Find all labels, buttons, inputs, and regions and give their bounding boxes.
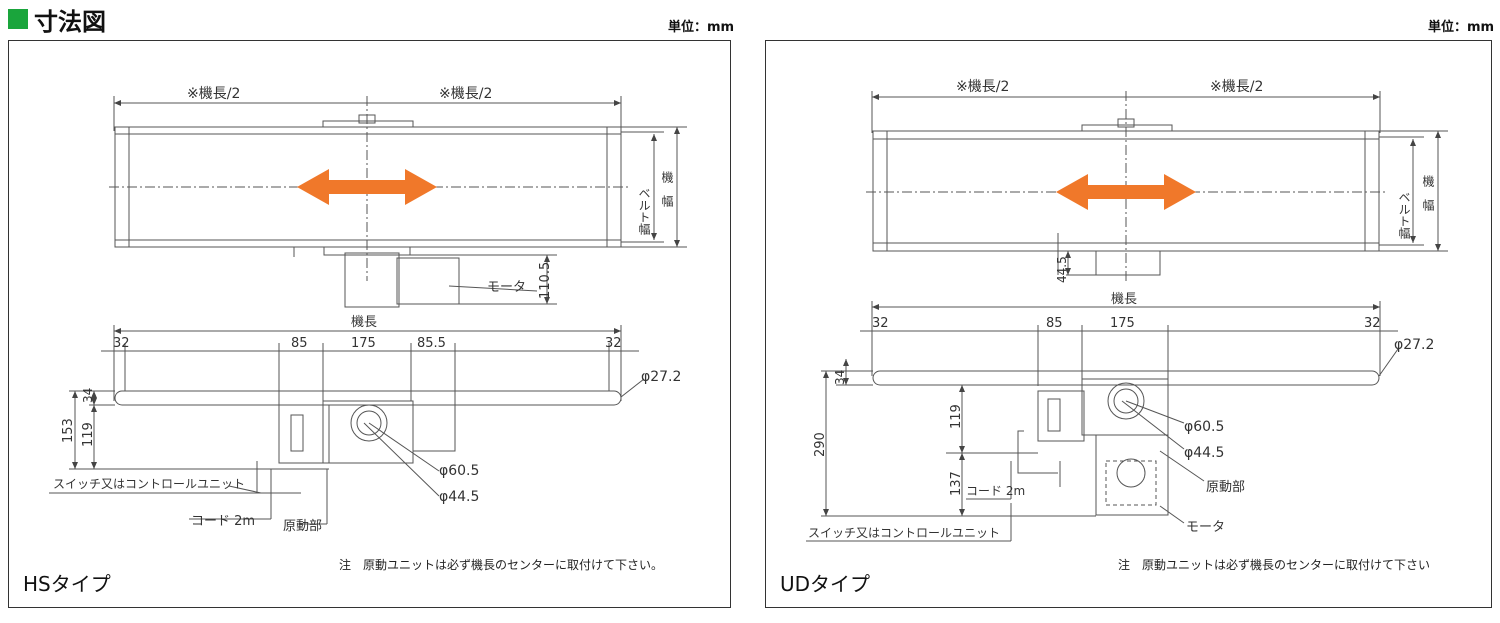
ud-switch-unit-label: スイッチ又はコントロールユニット xyxy=(808,526,1000,540)
ud-half-length-right: ※機長/2 xyxy=(1210,79,1263,95)
hs-note: 注 原動ユニットは必ず機長のセンターに取付けて下さい。 xyxy=(339,558,664,572)
ud-dim-34: 34 xyxy=(833,370,847,385)
hs-bidirectional-arrow-icon xyxy=(297,169,437,205)
hs-type-label: HSタイプ xyxy=(23,572,111,596)
ud-dim-119: 119 xyxy=(949,404,964,429)
hs-machine-width: 機 幅 xyxy=(660,170,674,208)
hs-drawing: ※機長/2 ※機長/2 ベルト幅 機 幅 モータ 110.5 機長 32 85 … xyxy=(49,86,687,534)
hs-belt-width: ベルト幅 xyxy=(637,187,651,236)
ud-dim-44-5: 44.5 xyxy=(1055,256,1069,283)
ud-motor-label: モータ xyxy=(1186,520,1225,535)
hs-type-drawing-panel: ※機長/2 ※機長/2 ベルト幅 機 幅 モータ 110.5 機長 32 85 … xyxy=(8,40,731,608)
ud-dim-60-5: φ60.5 xyxy=(1184,419,1224,435)
ud-cord-label: コード 2m xyxy=(966,484,1025,498)
hs-dim-153: 153 xyxy=(61,418,76,443)
hs-dim-32-left: 32 xyxy=(113,336,130,351)
hs-drive-label: 原動部 xyxy=(283,519,322,534)
hs-cord-label: コード 2m xyxy=(191,514,255,529)
hs-dim-27-2: φ27.2 xyxy=(641,369,681,385)
ud-drawing: ※機長/2 ※機長/2 ベルト幅 機 幅 44.5 機長 32 85 175 3… xyxy=(806,79,1448,542)
hs-motor-label: モータ xyxy=(487,280,526,295)
ud-dim-32-right: 32 xyxy=(1364,316,1381,331)
hs-dim-119: 119 xyxy=(81,422,96,447)
ud-type-drawing-panel: ※機長/2 ※機長/2 ベルト幅 機 幅 44.5 機長 32 85 175 3… xyxy=(765,40,1492,608)
unit-label-hs: 単位：mm xyxy=(668,20,735,35)
ud-dim-85: 85 xyxy=(1046,316,1063,331)
ud-type-label: UDタイプ xyxy=(780,572,871,596)
ud-note: 注 原動ユニットは必ず機長のセンターに取付けて下さい xyxy=(1118,558,1431,572)
ud-bidirectional-arrow-icon xyxy=(1056,174,1196,210)
hs-dim-85-5: 85.5 xyxy=(417,336,446,351)
ud-machine-width: 機 幅 xyxy=(1421,174,1435,212)
hs-dim-110-5: 110.5 xyxy=(538,262,553,299)
hs-conveyor-side-view xyxy=(114,390,622,406)
section-header: 寸法図 xyxy=(8,4,106,36)
hs-dim-32-right: 32 xyxy=(605,336,622,351)
hs-dim-44-5: φ44.5 xyxy=(439,489,479,505)
hs-half-length-left: ※機長/2 xyxy=(187,86,240,102)
ud-dim-44-5-circle: φ44.5 xyxy=(1184,445,1224,461)
hs-dim-60-5: φ60.5 xyxy=(439,463,479,479)
hs-length: 機長 xyxy=(351,315,377,330)
hs-half-length-right: ※機長/2 xyxy=(439,86,492,102)
ud-half-length-left: ※機長/2 xyxy=(956,79,1009,95)
hs-dim-34: 34 xyxy=(81,388,95,403)
ud-conveyor-side-view xyxy=(872,370,1380,386)
ud-dim-290: 290 xyxy=(813,432,828,457)
hs-dim-175: 175 xyxy=(351,336,376,351)
unit-label-ud: 単位：mm xyxy=(1428,20,1495,35)
ud-belt-width: ベルト幅 xyxy=(1397,191,1411,240)
ud-length: 機長 xyxy=(1111,292,1137,307)
ud-dim-137: 137 xyxy=(949,471,964,496)
ud-dim-27-2: φ27.2 xyxy=(1394,337,1434,353)
hs-switch-unit-label: スイッチ又はコントロールユニット xyxy=(53,477,245,491)
hs-dim-85: 85 xyxy=(291,336,308,351)
ud-drive-label: 原動部 xyxy=(1206,480,1245,495)
page-title: 寸法図 xyxy=(34,7,106,36)
ud-dim-175: 175 xyxy=(1110,316,1135,331)
green-square-icon xyxy=(8,9,28,29)
ud-dim-32-left: 32 xyxy=(872,316,889,331)
